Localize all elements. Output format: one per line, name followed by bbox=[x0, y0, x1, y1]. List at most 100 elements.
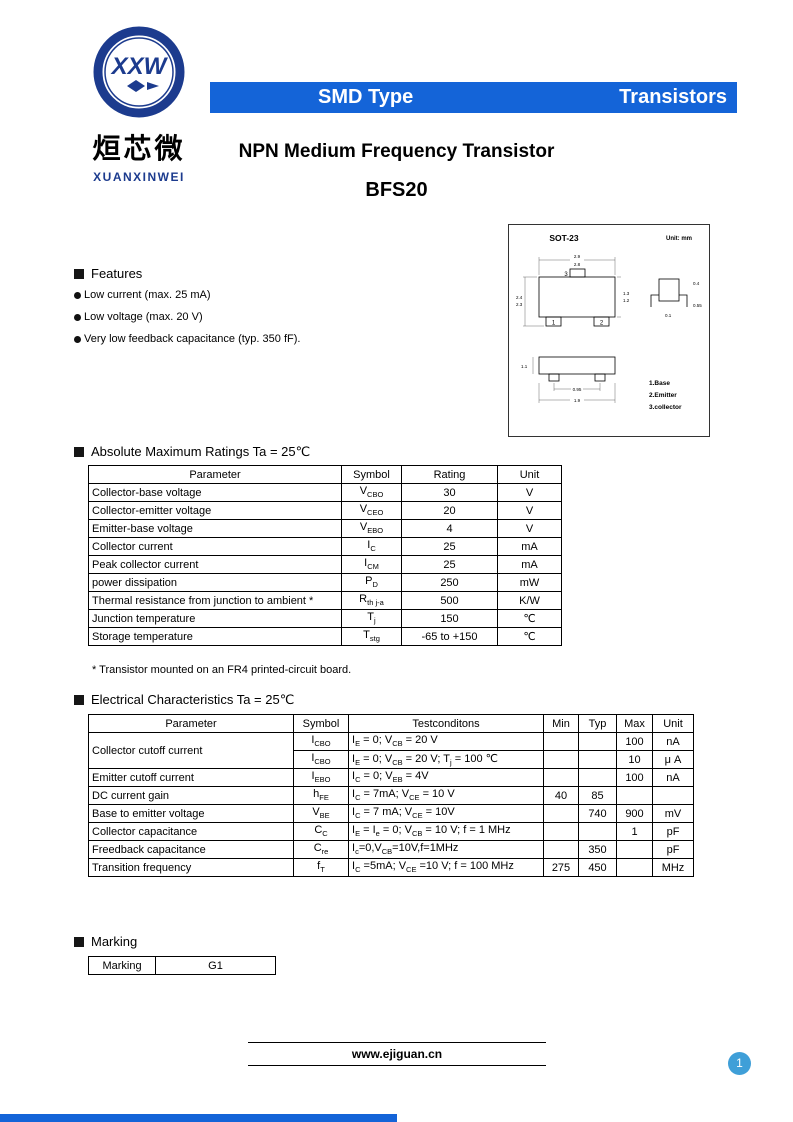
column-header: Parameter bbox=[88, 465, 342, 484]
table-cell: IC bbox=[341, 537, 402, 556]
table-cell: ICBO bbox=[293, 750, 349, 769]
dim-pitch: 0.95 bbox=[573, 387, 582, 392]
table-cell: 4 bbox=[401, 519, 498, 538]
package-unit: Unit: mm bbox=[666, 236, 692, 242]
part-number: BFS20 bbox=[365, 179, 428, 201]
table-cell bbox=[616, 858, 653, 877]
table-cell: Emitter cutoff current bbox=[88, 768, 294, 787]
feature-item: Very low feedback capacitance (typ. 350 … bbox=[74, 333, 300, 345]
table-cell: 450 bbox=[578, 858, 617, 877]
table-cell: power dissipation bbox=[88, 573, 342, 592]
marking-heading: Marking bbox=[74, 934, 137, 949]
table-cell: μ A bbox=[652, 750, 694, 769]
footer-rule: www.ejiguan.cn bbox=[248, 1042, 546, 1066]
abs-max-footnote: * Transistor mounted on an FR4 printed-c… bbox=[92, 664, 352, 676]
table-cell bbox=[543, 750, 579, 769]
feature-item-label: Very low feedback capacitance (typ. 350 … bbox=[84, 333, 301, 345]
pin-number-3: 3 bbox=[564, 272, 568, 278]
abs-max-heading: Absolute Maximum Ratings Ta = 25℃ bbox=[74, 444, 310, 460]
package-front-view bbox=[538, 356, 616, 382]
column-header: Parameter bbox=[88, 714, 294, 733]
column-header: Symbol bbox=[341, 465, 402, 484]
legend-pin2: 2.Emitter bbox=[649, 392, 677, 399]
table-cell: pF bbox=[652, 840, 694, 859]
table-cell: mA bbox=[497, 555, 562, 574]
column-header: Unit bbox=[652, 714, 694, 733]
table-cell bbox=[578, 750, 617, 769]
table-cell bbox=[578, 768, 617, 787]
table-cell: Cre bbox=[293, 840, 349, 859]
table-cell: V bbox=[497, 501, 562, 520]
table-cell: 25 bbox=[401, 555, 498, 574]
banner-transistors: Transistors bbox=[619, 86, 727, 108]
table-cell: 250 bbox=[401, 573, 498, 592]
pin-number-1: 1 bbox=[552, 321, 556, 327]
table-cell: Collector current bbox=[88, 537, 342, 556]
table-cell: Peak collector current bbox=[88, 555, 342, 574]
table-cell: K/W bbox=[497, 591, 562, 610]
package-top-view bbox=[538, 268, 616, 327]
company-name-en: XUANXINWEI bbox=[93, 170, 185, 184]
pin-number-2: 2 bbox=[600, 321, 604, 327]
dim-height-b: 2.3 bbox=[516, 302, 523, 307]
table-cell bbox=[578, 822, 617, 841]
table-cell: Transition frequency bbox=[88, 858, 294, 877]
page-number-badge: 1 bbox=[728, 1052, 751, 1075]
table-cell: 275 bbox=[543, 858, 579, 877]
feature-item-label: Low current (max. 25 mA) bbox=[84, 289, 211, 301]
bullet-dot-icon bbox=[74, 313, 81, 321]
column-header: Testconditons bbox=[348, 714, 544, 733]
logo-diamond-icon bbox=[127, 80, 145, 92]
table-cell bbox=[616, 786, 653, 805]
device-subtitle: NPN Medium Frequency Transistor bbox=[238, 141, 555, 162]
electrical-heading-label: Electrical Characteristics Ta = 25℃ bbox=[91, 692, 295, 707]
table-cell: DC current gain bbox=[88, 786, 294, 805]
table-cell: fT bbox=[293, 858, 349, 877]
footer-link[interactable]: www.ejiguan.cn bbox=[351, 1047, 443, 1061]
abs-max-heading-label: Absolute Maximum Ratings Ta = 25℃ bbox=[91, 444, 311, 459]
company-name-cn: 烜芯微 bbox=[92, 133, 186, 164]
dim-lead-width: 0.4 bbox=[693, 281, 700, 286]
feature-item: Low current (max. 25 mA) bbox=[74, 289, 211, 301]
table-cell: Ic=0,VCB=10V,f=1MHz bbox=[348, 840, 544, 859]
column-header: Min bbox=[543, 714, 579, 733]
table-cell: VCBO bbox=[341, 483, 402, 502]
table-cell: VCEO bbox=[341, 501, 402, 520]
table-cell: Freedback capacitance bbox=[88, 840, 294, 859]
table-cell: Collector-emitter voltage bbox=[88, 501, 342, 520]
table-cell: IE = Ie = 0; VCB = 10 V; f = 1 MHz bbox=[348, 822, 544, 841]
package-drawing-box: SOT-23 Unit: mm 2.9 2. bbox=[508, 224, 710, 437]
section-square-icon bbox=[74, 936, 84, 947]
column-header: Symbol bbox=[293, 714, 349, 733]
table-cell: 20 bbox=[401, 501, 498, 520]
table-cell bbox=[652, 786, 694, 805]
table-cell: ℃ bbox=[497, 609, 562, 628]
bottom-blue-bar bbox=[0, 1114, 397, 1122]
electrical-heading: Electrical Characteristics Ta = 25℃ bbox=[74, 692, 294, 708]
table-cell: 740 bbox=[578, 804, 617, 823]
logo-arrow-icon bbox=[147, 82, 159, 90]
table-cell: 25 bbox=[401, 537, 498, 556]
table-cell: Storage temperature bbox=[88, 627, 342, 646]
table-cell: mV bbox=[652, 804, 694, 823]
table-cell: 1 bbox=[616, 822, 653, 841]
table-cell: 500 bbox=[401, 591, 498, 610]
table-cell: 100 bbox=[616, 732, 653, 751]
table-cell bbox=[543, 732, 579, 751]
legend-pin1: 1.Base bbox=[649, 380, 670, 387]
table-cell: Thermal resistance from junction to ambi… bbox=[88, 591, 342, 610]
bullet-dot-icon bbox=[74, 335, 81, 343]
table-cell: 900 bbox=[616, 804, 653, 823]
table-cell: IC =5mA; VCE =10 V; f = 100 MHz bbox=[348, 858, 544, 877]
